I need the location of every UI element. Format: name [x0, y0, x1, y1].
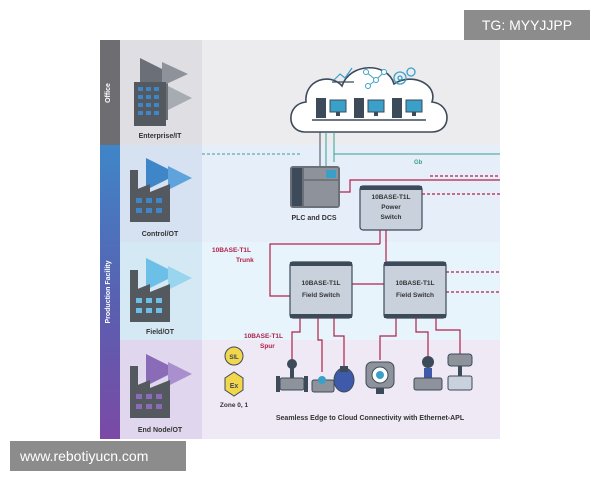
- sil-badge-icon: SIL: [224, 346, 244, 366]
- link-label-spur-1: 10BASE-T1L: [244, 333, 283, 340]
- network-graph-icon: [363, 69, 387, 89]
- caption: Seamless Edge to Cloud Connectivity with…: [276, 415, 465, 422]
- control-links: [340, 175, 500, 250]
- power-switch-node: 10BASE-T1L Power Switch: [359, 185, 423, 231]
- gb-links: [202, 132, 500, 168]
- power-switch-line3: Switch: [381, 214, 402, 221]
- watermark-site: www.rebotiyucn.com: [10, 441, 186, 471]
- trunk-links: [269, 243, 500, 297]
- field-factory-icon: [130, 258, 192, 322]
- transmitter-icon: [365, 361, 395, 394]
- valve-icon: [447, 353, 473, 391]
- node-plc-label: PLC and DCS: [291, 215, 336, 222]
- power-switch-line1: 10BASE-T1L: [371, 194, 410, 201]
- link-label-spur-2: Spur: [260, 343, 275, 350]
- ex-badge-icon: Ex: [224, 371, 244, 397]
- link-label-trunk-1: 10BASE-T1L: [212, 247, 251, 254]
- field-switch-2-line2: Field Switch: [396, 292, 434, 299]
- watermark-tg: TG: MYYJJPP: [464, 10, 590, 40]
- field-switch-1-line2: Field Switch: [302, 292, 340, 299]
- badge-ex: Ex: [230, 383, 239, 390]
- field-switch-2-node: 10BASE-T1L Field Switch: [383, 261, 447, 319]
- field-switch-1-node: 10BASE-T1L Field Switch: [289, 261, 353, 319]
- flowmeter-1-icon: [276, 359, 308, 392]
- band-production-label: Production Facility: [105, 260, 112, 323]
- field-switch-1-line1: 10BASE-T1L: [301, 280, 340, 287]
- link-label-gb: Gb: [414, 160, 423, 166]
- endnode-factory-icon: [130, 354, 192, 418]
- gears-icon: [393, 67, 416, 85]
- pump-icon: [311, 376, 335, 393]
- power-switch-line2: Power: [381, 204, 401, 211]
- level-endnode: End Node/OT: [138, 427, 183, 434]
- level-control: Control/OT: [142, 231, 179, 238]
- badge-zone: Zone 0, 1: [220, 402, 249, 409]
- link-label-trunk-2: Trunk: [236, 257, 254, 264]
- field-switch-2-line1: 10BASE-T1L: [395, 280, 434, 287]
- badge-sil: SIL: [229, 355, 239, 361]
- sensor-icon: [413, 356, 443, 391]
- level-field: Field/OT: [146, 329, 175, 336]
- motor-icon: [333, 366, 355, 393]
- servers-icon: [312, 98, 426, 121]
- plc-dcs-icon: [290, 166, 340, 208]
- band-office: [100, 40, 120, 145]
- enterprise-building-icon: [134, 58, 192, 126]
- band-office-label: Office: [105, 83, 112, 103]
- analytics-chart-icon: [332, 67, 354, 83]
- control-factory-icon: [130, 158, 192, 222]
- level-enterprise: Enterprise/IT: [139, 133, 183, 140]
- spur-links: [291, 318, 461, 372]
- band-production: [100, 145, 120, 439]
